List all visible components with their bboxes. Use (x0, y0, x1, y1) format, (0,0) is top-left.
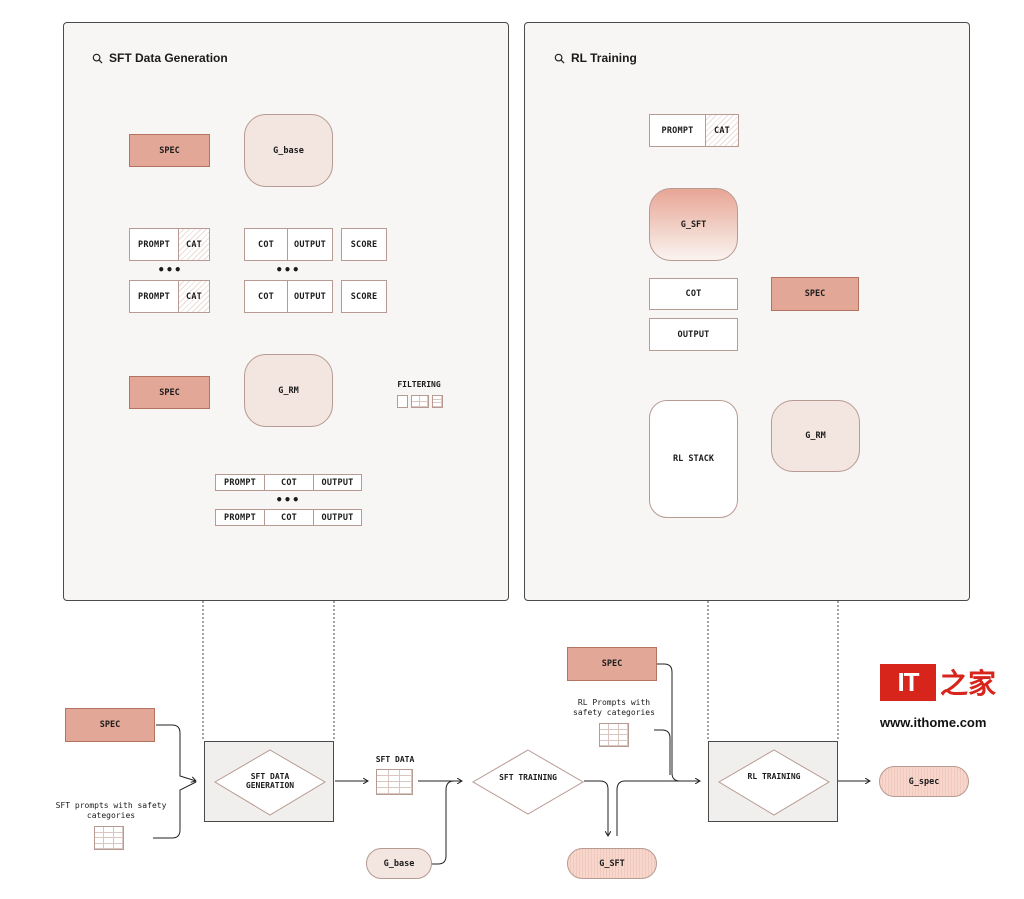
output-cell-row1: OUTPUT (287, 228, 333, 261)
sft-prompts-caption: SFT prompts with safety categories (55, 801, 167, 820)
rl-panel-title: RL Training (571, 51, 637, 65)
output-output-cell-1: OUTPUT (313, 474, 362, 491)
g-base-model: G_base (244, 114, 333, 187)
diamond-shape (718, 749, 830, 816)
filtering-icon (397, 395, 443, 408)
output-prompt-cell-2: PROMPT (215, 509, 265, 526)
sft-data-label: SFT DATA (375, 755, 415, 764)
sft-training-diamond (472, 749, 584, 815)
pipeline-spec-top: SPEC (567, 647, 657, 681)
sft-prompts-table-icon (94, 826, 124, 850)
sft-data-table-icon (376, 769, 413, 795)
pipeline-spec-left: SPEC (65, 708, 155, 742)
prompt-cell-row1: PROMPT (129, 228, 179, 261)
score-cell-row2: SCORE (341, 280, 387, 313)
pipeline-g-sft: G_SFT (567, 848, 657, 879)
sft-panel-title: SFT Data Generation (109, 51, 228, 65)
ellipsis-prompts: ••• (157, 263, 183, 277)
filtering-label: FILTERING (397, 380, 441, 389)
sft-data-generation-label: SFT DATA GENERATION (245, 772, 295, 791)
rl-output-cell: OUTPUT (649, 318, 738, 351)
rl-training-process: RL TRAINING (708, 741, 838, 822)
rl-training-panel (524, 22, 970, 601)
output-cot-cell-2: COT (264, 509, 314, 526)
cot-cell-row1: COT (244, 228, 288, 261)
search-icon (554, 53, 565, 64)
output-prompt-cell-1: PROMPT (215, 474, 265, 491)
ithome-logo-it: IT (880, 664, 936, 701)
search-icon (92, 53, 103, 64)
rl-stack-box: RL STACK (649, 400, 738, 518)
rl-cot-cell: COT (649, 278, 738, 310)
rl-cat-cell: CAT (705, 114, 739, 147)
spec-block-bottom: SPEC (129, 376, 210, 409)
ithome-url: www.ithome.com (880, 715, 987, 730)
output-cell-row2: OUTPUT (287, 280, 333, 313)
ellipsis-outputs: ••• (275, 263, 301, 277)
output-output-cell-2: OUTPUT (313, 509, 362, 526)
pipeline-g-spec: G_spec (879, 766, 969, 797)
cat-cell-row1: CAT (178, 228, 210, 261)
output-cot-cell-1: COT (264, 474, 314, 491)
prompt-cell-row2: PROMPT (129, 280, 179, 313)
sft-training-label: SFT TRAINING (499, 773, 557, 782)
pipeline-g-base: G_base (366, 848, 432, 879)
sft-panel-header: SFT Data Generation (92, 50, 228, 66)
rl-panel-header: RL Training (554, 50, 637, 66)
ellipsis-filtered: ••• (275, 493, 301, 507)
sft-data-generation-process: SFT DATA GENERATION (204, 741, 334, 822)
rl-training-label: RL TRAINING (747, 772, 801, 781)
cat-cell-row2: CAT (178, 280, 210, 313)
rl-spec-block: SPEC (771, 277, 859, 311)
ithome-logo-cn: 之家 (940, 667, 997, 700)
g-rm-model: G_RM (244, 354, 333, 427)
score-cell-row1: SCORE (341, 228, 387, 261)
rl-g-sft-model: G_SFT (649, 188, 738, 261)
rl-prompts-caption: RL Prompts with safety categories (573, 698, 655, 717)
rl-g-rm-model: G_RM (771, 400, 860, 472)
spec-block-top: SPEC (129, 134, 210, 167)
rl-prompts-table-icon (599, 723, 629, 747)
cot-cell-row2: COT (244, 280, 288, 313)
diamond-shape (214, 749, 326, 816)
rl-prompt-cell: PROMPT (649, 114, 706, 147)
